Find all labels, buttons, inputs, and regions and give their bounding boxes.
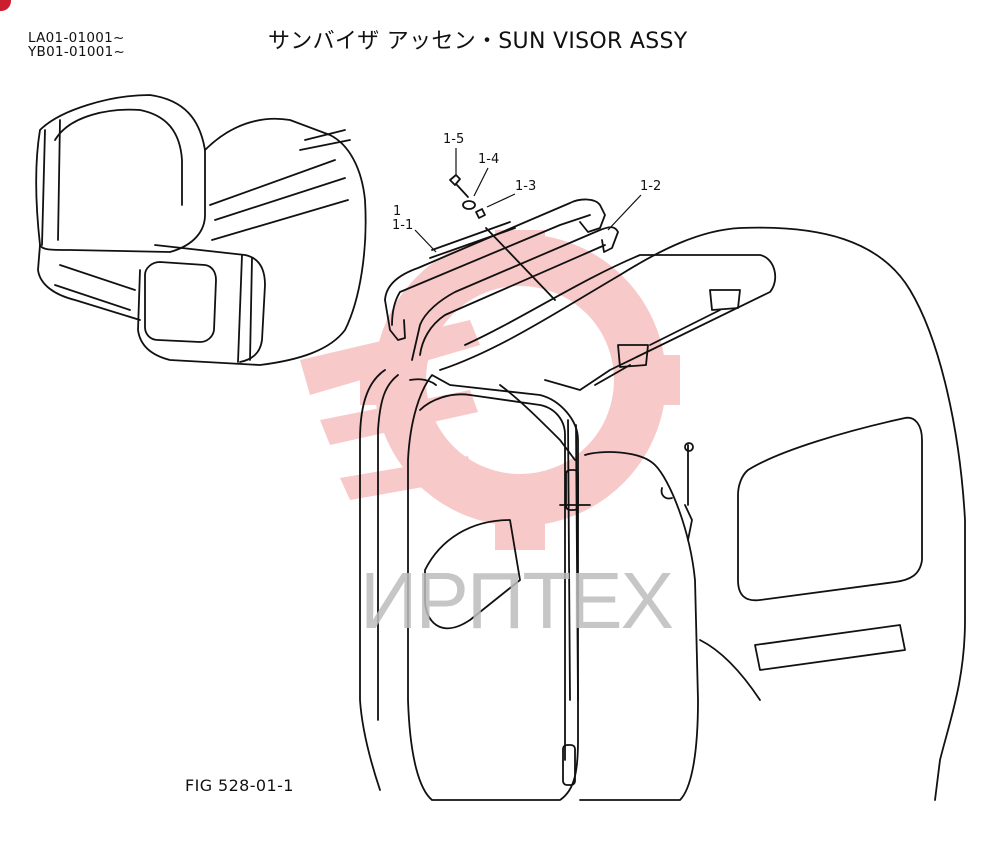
corner-badge-icon bbox=[0, 0, 11, 11]
leader-lines bbox=[414, 148, 642, 253]
callout-1-5[interactable]: 1-5 bbox=[443, 132, 465, 147]
watermark-text: ИРПТЕХ bbox=[360, 556, 674, 645]
callout-1-2[interactable]: 1-2 bbox=[640, 179, 662, 194]
cab-overview-sketch bbox=[35, 94, 367, 366]
callout-1-1[interactable]: 1-1 bbox=[392, 218, 414, 233]
callout-1[interactable]: 1 bbox=[393, 204, 402, 219]
page-title: サンバイザ アッセン・SUN VISOR ASSY bbox=[268, 29, 688, 54]
sun-visor-parts bbox=[384, 174, 619, 361]
serial-range-2: YB01-01001~ bbox=[28, 44, 126, 60]
callout-1-4[interactable]: 1-4 bbox=[478, 152, 500, 167]
serial-range-1: LA01-01001~ bbox=[28, 30, 125, 46]
cab-main-drawing bbox=[359, 226, 966, 801]
figure-label: FIG 528-01-1 bbox=[185, 776, 294, 795]
callout-1-3[interactable]: 1-3 bbox=[515, 179, 537, 194]
